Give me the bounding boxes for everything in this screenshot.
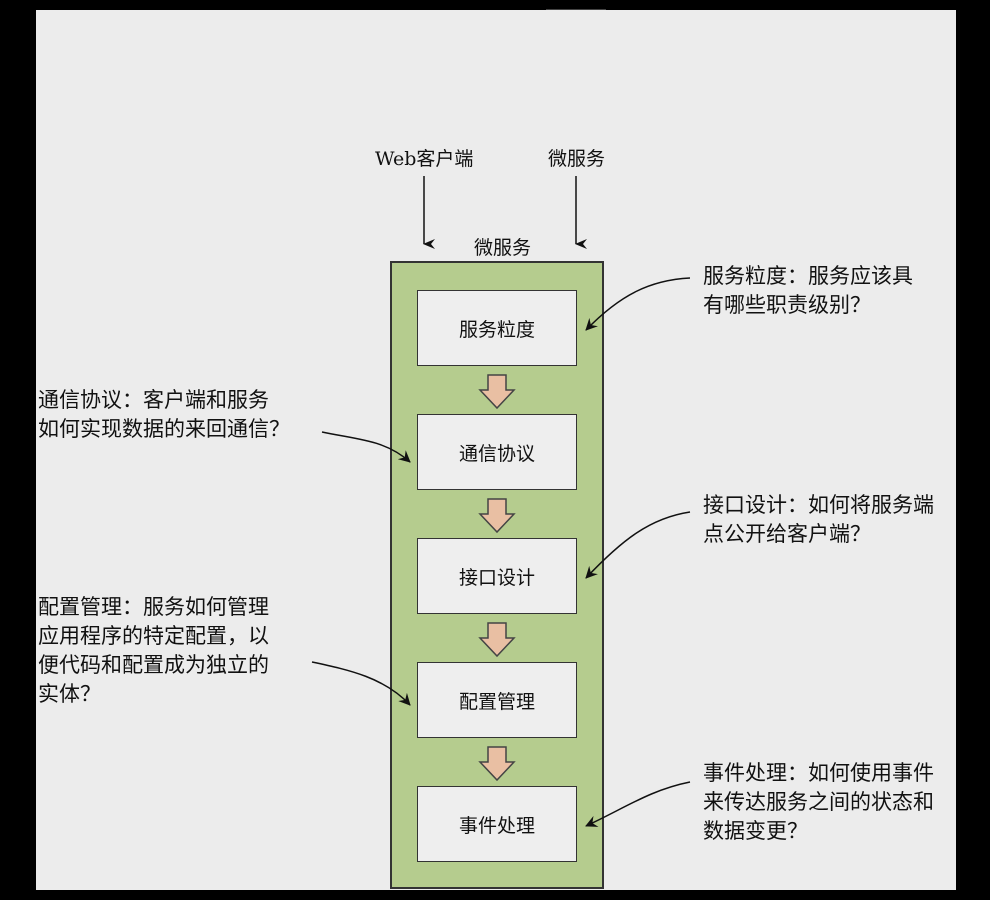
note-protocol: 通信协议：客户端和服务 如何实现数据的来回通信？ [38, 388, 290, 441]
note-interface: 接口设计：如何将服务端 点公开给客户端？ [703, 493, 934, 546]
step-interface: 接口设计 [417, 538, 577, 614]
connector-interface [585, 511, 691, 579]
connector-granularity [585, 277, 691, 331]
container-title: 微服务 [474, 237, 532, 259]
microservice-top-label: 微服务 [548, 148, 606, 170]
note-events: 事件处理：如何使用事件 来传达服务之间的状态和 数据变更？ [703, 761, 934, 843]
connector-config [311, 661, 411, 706]
down-arrow-icon [478, 374, 516, 410]
step-config: 配置管理 [417, 662, 577, 738]
step-protocol: 通信协议 [417, 414, 577, 490]
down-arrow-icon [478, 622, 516, 658]
note-granularity: 服务粒度：服务应该具 有哪些职责级别？ [703, 264, 913, 317]
connector-protocol [321, 431, 411, 463]
connector-events [585, 781, 691, 827]
step-granularity: 服务粒度 [417, 290, 577, 366]
down-arrow-icon [478, 746, 516, 782]
step-events: 事件处理 [417, 786, 577, 862]
web-client-label: Web客户端 [375, 148, 474, 170]
note-config: 配置管理：服务如何管理 应用程序的特定配置，以 便代码和配置成为独立的 实体？ [38, 595, 269, 706]
down-arrow-icon [478, 498, 516, 534]
